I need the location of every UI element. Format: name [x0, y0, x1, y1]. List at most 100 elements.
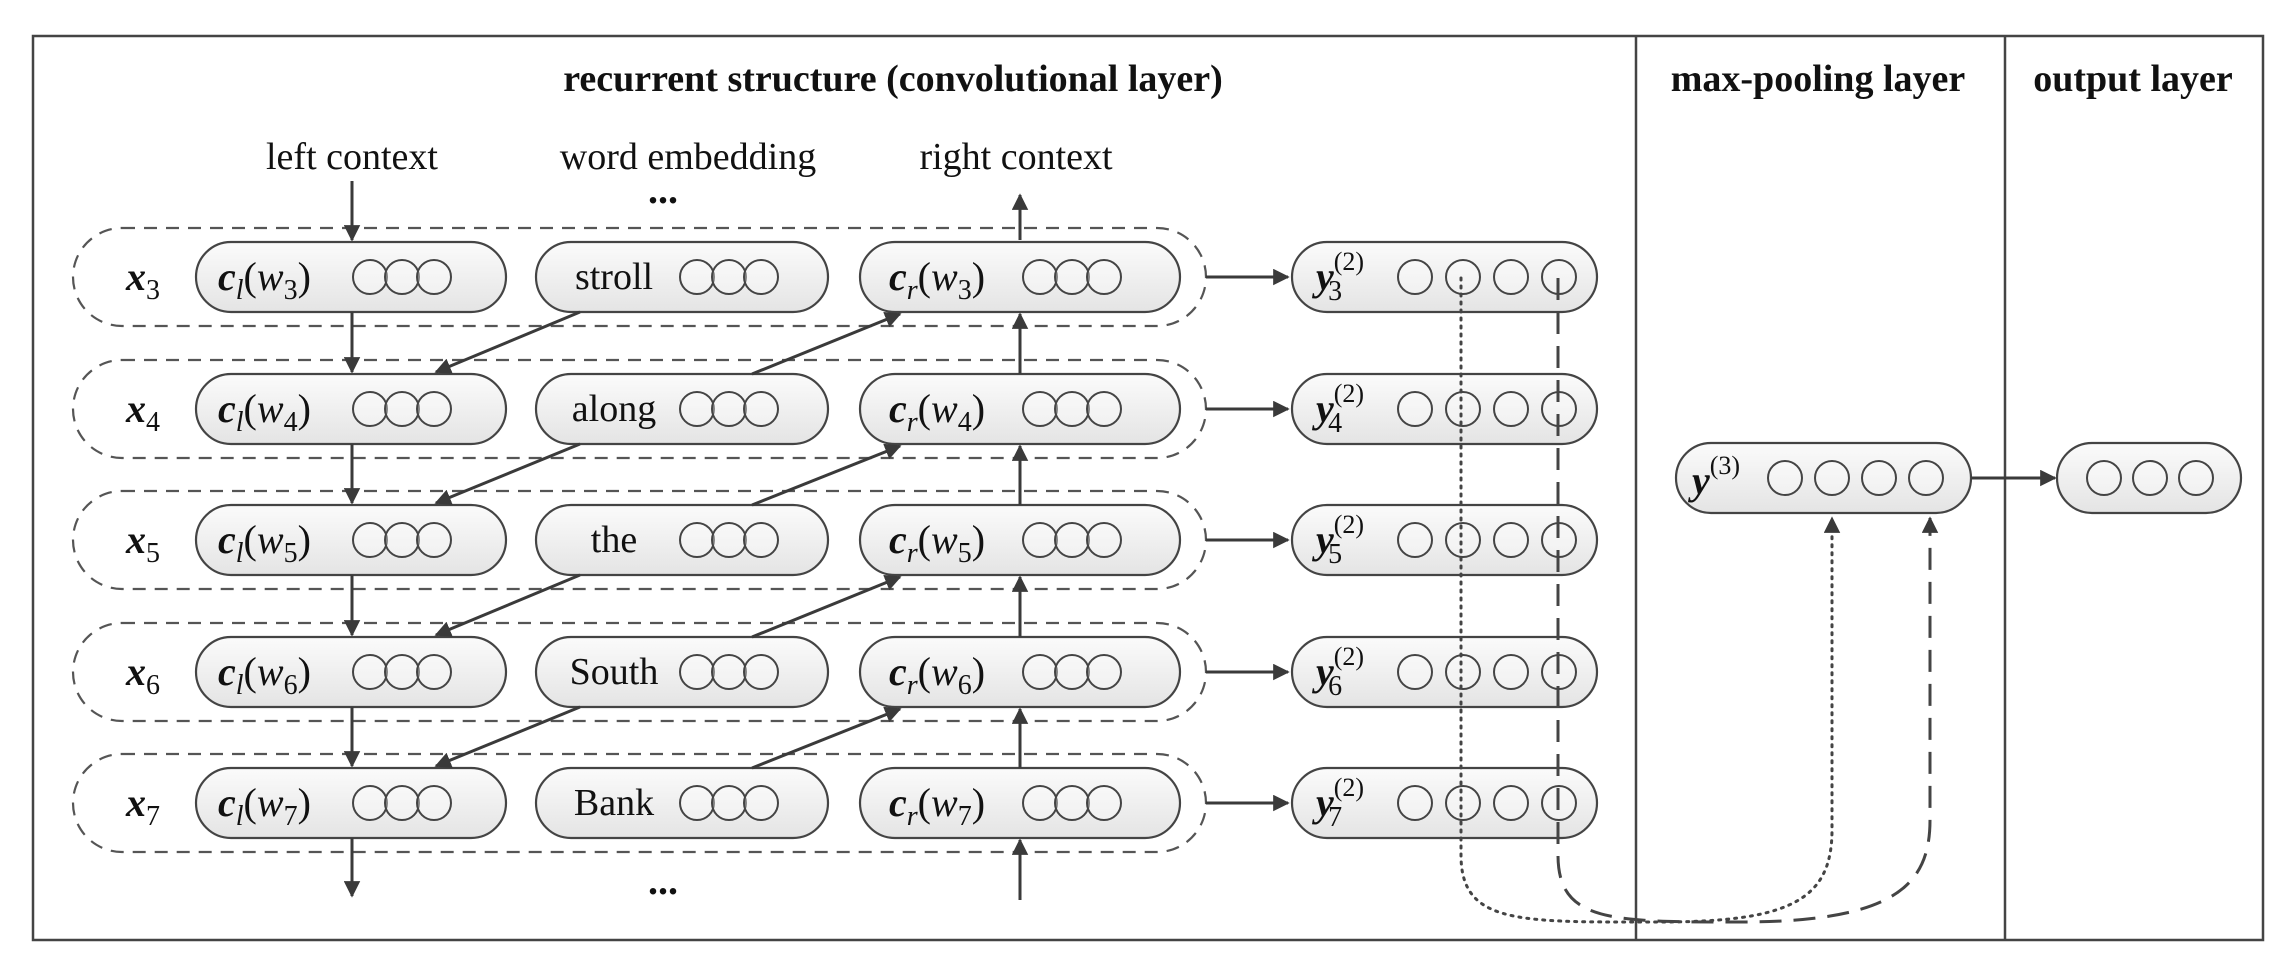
- word-embedding-pill: [534, 372, 830, 446]
- latent-vector-unit-1: [1397, 654, 1433, 690]
- left-context-label: cl(w6): [218, 649, 311, 701]
- left-context-unit-1: [352, 522, 388, 558]
- latent-vector-unit-2: [1445, 654, 1481, 690]
- close-paren: ): [972, 386, 985, 431]
- pooled-vector-units: [1767, 460, 1944, 496]
- word-embedding-unit-2: [711, 785, 747, 821]
- left-context-unit-1: [352, 654, 388, 690]
- close-paren: ): [298, 386, 311, 431]
- right-context-unit-2: [1054, 785, 1090, 821]
- word-embedding-unit-3: [743, 391, 779, 427]
- latent-vector-label: y(2)6: [1312, 642, 1364, 702]
- word-embedding-pill: [534, 240, 830, 314]
- close-paren: ): [298, 780, 311, 825]
- input-x-label: x5: [125, 517, 160, 569]
- latent-vector-unit-1: [1397, 259, 1433, 295]
- right-context-label: cr(w4): [889, 386, 985, 438]
- latent-vector-pill: [1290, 635, 1599, 709]
- latent-vector-unit-2: [1445, 391, 1481, 427]
- layer-frames: [31, 34, 2265, 942]
- outer-frame: [31, 34, 2265, 942]
- word-to-prev-right-context-arrow: [751, 574, 902, 639]
- right-context-unit-1: [1022, 785, 1058, 821]
- right-context-unit-1: [1022, 654, 1058, 690]
- word-label: the: [591, 519, 637, 561]
- right-context-unit-1: [1022, 522, 1058, 558]
- word-label: South: [570, 651, 659, 693]
- close-paren: ): [298, 254, 311, 299]
- word-embedding-pill: [534, 503, 830, 577]
- pooled-vector-unit-2: [1814, 460, 1850, 496]
- right-context-label: cr(w3): [889, 254, 985, 306]
- word-embedding-unit-3: [743, 785, 779, 821]
- right-context-unit-1: [1022, 259, 1058, 295]
- right-context-unit-3: [1086, 259, 1122, 295]
- left-context-unit-2: [384, 785, 420, 821]
- word-embedding-unit-1: [679, 259, 715, 295]
- word-to-next-left-context-arrow: [434, 705, 581, 769]
- ellipsis-bottom: ...: [648, 858, 678, 903]
- close-paren: ): [972, 780, 985, 825]
- left-context-label: cl(w4): [218, 386, 311, 438]
- ellipsis-top: ...: [648, 167, 678, 212]
- word-to-next-left-context-arrow: [434, 442, 581, 506]
- label-word-embedding: word embedding: [560, 136, 816, 178]
- output-vector-units: [2086, 460, 2214, 496]
- dashed-max-path: [1556, 278, 1939, 924]
- left-context-unit-1: [352, 391, 388, 427]
- right-context-unit-2: [1054, 391, 1090, 427]
- open-paren: (: [244, 780, 257, 825]
- open-paren: (: [918, 254, 931, 299]
- latent-vector-pill: [1290, 372, 1599, 446]
- right-context-label: cr(w5): [889, 517, 985, 569]
- open-paren: (: [918, 649, 931, 694]
- word-embedding-unit-3: [743, 259, 779, 295]
- word-to-next-left-context-arrow: [434, 310, 581, 374]
- left-context-label: cl(w7): [218, 780, 311, 832]
- word-embedding-unit-1: [679, 654, 715, 690]
- input-x-label: x7: [125, 780, 160, 832]
- left-context-unit-3: [416, 522, 452, 558]
- pooled-vector-unit-1: [1767, 460, 1803, 496]
- left-context-label: cl(w3): [218, 254, 311, 306]
- left-context-unit-1: [352, 259, 388, 295]
- word-embedding-unit-2: [711, 259, 747, 295]
- word-label: Bank: [574, 782, 654, 824]
- left-context-label: cl(w5): [218, 517, 311, 569]
- open-paren: (: [244, 254, 257, 299]
- close-paren: ): [972, 254, 985, 299]
- left-context-unit-3: [416, 654, 452, 690]
- open-paren: (: [918, 517, 931, 562]
- latent-vector-unit-2: [1445, 785, 1481, 821]
- right-context-unit-1: [1022, 391, 1058, 427]
- open-paren: (: [244, 386, 257, 431]
- right-context-unit-3: [1086, 785, 1122, 821]
- output-vector-unit-3: [2178, 460, 2214, 496]
- close-paren: ): [972, 517, 985, 562]
- input-x-label: x4: [125, 386, 160, 438]
- latent-vector-label: y(2)3: [1312, 247, 1364, 307]
- word-to-next-left-context-arrow: [434, 573, 581, 637]
- latent-vector-unit-3: [1493, 522, 1529, 558]
- heading-output-layer: output layer: [2033, 58, 2233, 100]
- right-context-unit-2: [1054, 522, 1090, 558]
- left-context-unit-2: [384, 391, 420, 427]
- latent-vector-unit-3: [1493, 391, 1529, 427]
- right-context-label: cr(w6): [889, 649, 985, 701]
- left-context-unit-3: [416, 785, 452, 821]
- word-embedding-unit-1: [679, 785, 715, 821]
- word-embedding-pill: [534, 635, 830, 709]
- word-label: along: [572, 388, 656, 430]
- latent-vector-unit-2: [1445, 259, 1481, 295]
- latent-vector-unit-2: [1445, 522, 1481, 558]
- left-context-unit-3: [416, 391, 452, 427]
- open-paren: (: [918, 780, 931, 825]
- right-context-unit-3: [1086, 522, 1122, 558]
- latent-vector-label: y(2)4: [1312, 379, 1364, 439]
- open-paren: (: [244, 517, 257, 562]
